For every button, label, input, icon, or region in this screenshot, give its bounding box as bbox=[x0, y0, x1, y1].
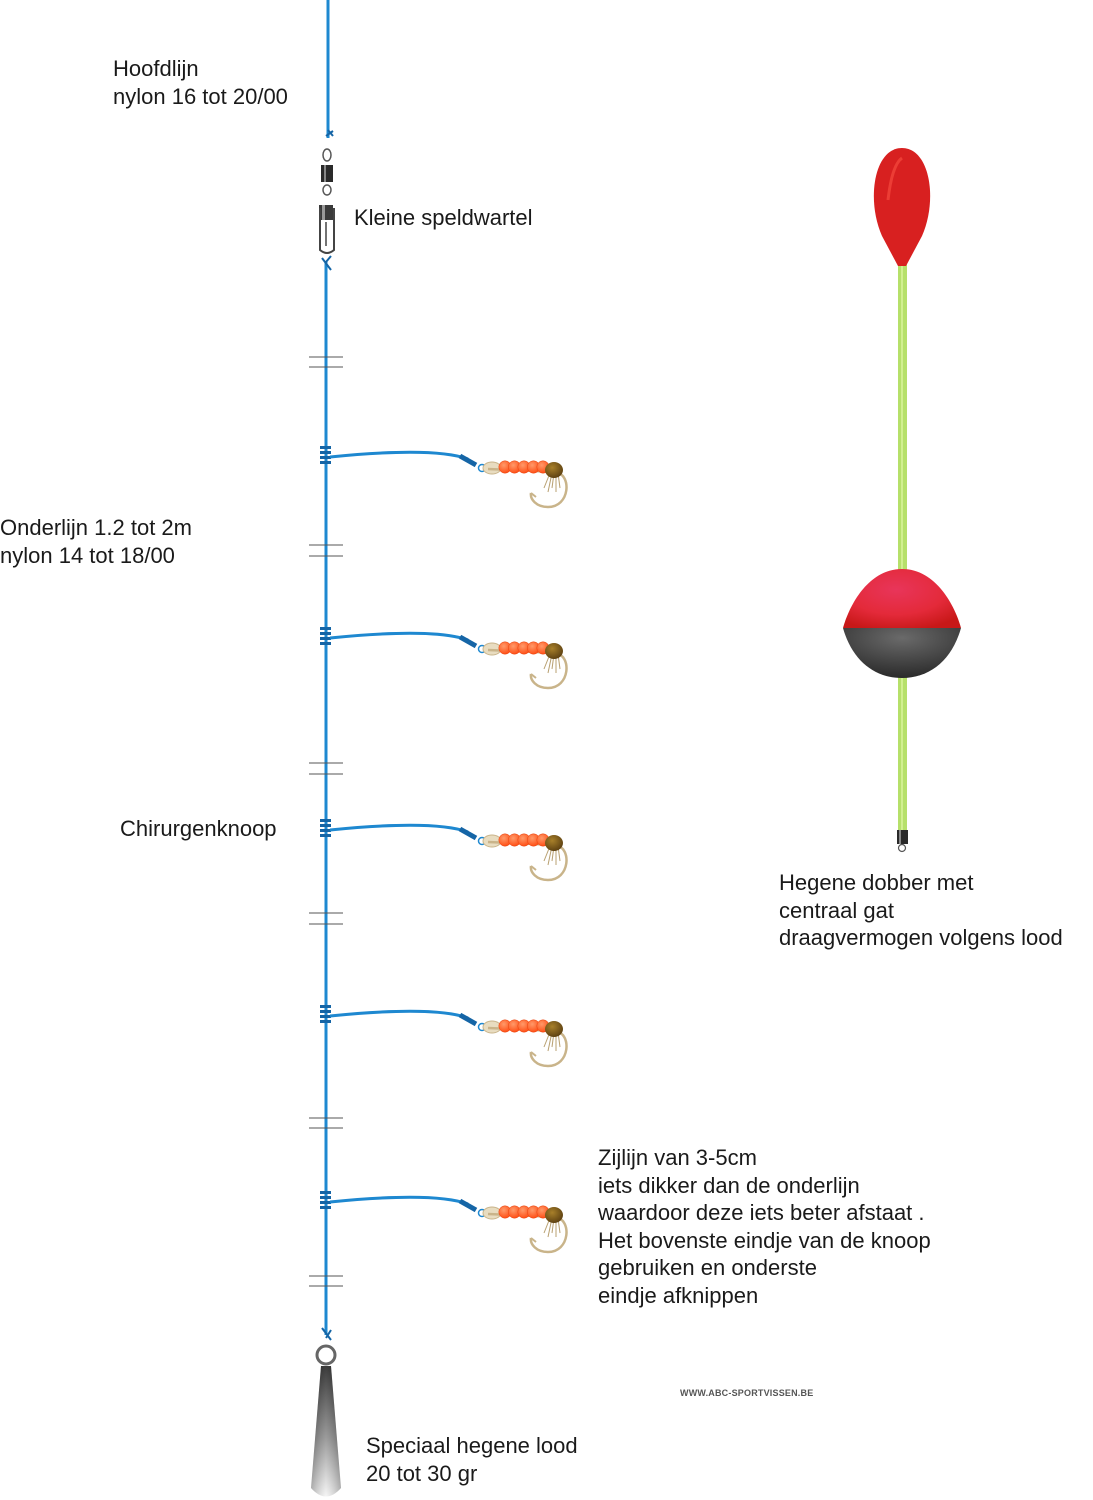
nymph-fly bbox=[477, 1019, 568, 1068]
label-float: Hegene dobber met centraal gat draagverm… bbox=[779, 869, 1063, 952]
label-knot: Chirurgenknoop bbox=[120, 815, 277, 843]
hegene-float bbox=[843, 148, 961, 853]
label-float-line3: draagvermogen volgens lood bbox=[779, 925, 1063, 950]
droppers bbox=[320, 446, 568, 1254]
label-mainline-line1: Hoofdlijn bbox=[113, 56, 199, 81]
label-swivel: Kleine speldwartel bbox=[354, 204, 533, 232]
dropper-4 bbox=[320, 1005, 568, 1068]
surgeon-knot bbox=[320, 819, 331, 837]
label-swivel-line1: Kleine speldwartel bbox=[354, 205, 533, 230]
snap-swivel bbox=[319, 129, 335, 271]
label-sideline: Zijlijn van 3-5cm iets dikker dan de ond… bbox=[598, 1144, 931, 1309]
label-sideline-line3: waardoor deze iets beter afstaat . bbox=[598, 1200, 925, 1225]
nymph-fly bbox=[477, 460, 568, 509]
label-sideline-line6: eindje afknippen bbox=[598, 1282, 759, 1308]
nymph-fly bbox=[477, 641, 568, 690]
label-sideline-line4: Het bovenste eindje van de knoop bbox=[598, 1227, 931, 1253]
label-sideline-line1: Zijlijn van 3-5cm bbox=[598, 1145, 757, 1170]
surgeon-knot bbox=[320, 446, 331, 464]
label-weight-line2: 20 tot 30 gr bbox=[366, 1460, 478, 1486]
label-underline-line2: nylon 14 tot 18/00 bbox=[0, 542, 175, 568]
label-weight-line1: Speciaal hegene lood bbox=[366, 1433, 578, 1458]
nymph-fly bbox=[477, 1205, 568, 1254]
label-sideline-line5: gebruiken en onderste bbox=[598, 1255, 817, 1280]
label-underline: Onderlijn 1.2 tot 2m nylon 14 tot 18/00 bbox=[0, 514, 192, 569]
label-mainline: Hoofdlijn nylon 16 tot 20/00 bbox=[113, 55, 288, 110]
surgeon-knot bbox=[320, 627, 331, 645]
side-line bbox=[329, 450, 469, 461]
dropper-2 bbox=[320, 627, 568, 690]
dropper-5 bbox=[320, 1191, 568, 1254]
surgeon-knot bbox=[320, 1005, 331, 1023]
label-underline-line1: Onderlijn 1.2 tot 2m bbox=[0, 515, 192, 540]
hegene-lead-weight bbox=[311, 1327, 341, 1497]
label-float-line2: centraal gat bbox=[779, 897, 894, 923]
dropper-1 bbox=[320, 446, 568, 509]
label-mainline-line2: nylon 16 tot 20/00 bbox=[113, 83, 288, 109]
label-sideline-line2: iets dikker dan de onderlijn bbox=[598, 1172, 860, 1198]
label-float-line1: Hegene dobber met bbox=[779, 870, 974, 895]
website-credit: WWW.ABC-SPORTVISSEN.BE bbox=[680, 1388, 814, 1398]
side-line bbox=[329, 1009, 469, 1020]
surgeon-knot bbox=[320, 1191, 331, 1209]
side-line bbox=[329, 823, 469, 834]
side-line bbox=[329, 631, 469, 642]
dropper-3 bbox=[320, 819, 568, 882]
nymph-fly bbox=[477, 833, 568, 882]
label-knot-line1: Chirurgenknoop bbox=[120, 816, 277, 841]
line-stoppers bbox=[309, 356, 343, 1287]
label-weight: Speciaal hegene lood 20 tot 30 gr bbox=[366, 1432, 578, 1487]
side-line bbox=[329, 1195, 469, 1206]
